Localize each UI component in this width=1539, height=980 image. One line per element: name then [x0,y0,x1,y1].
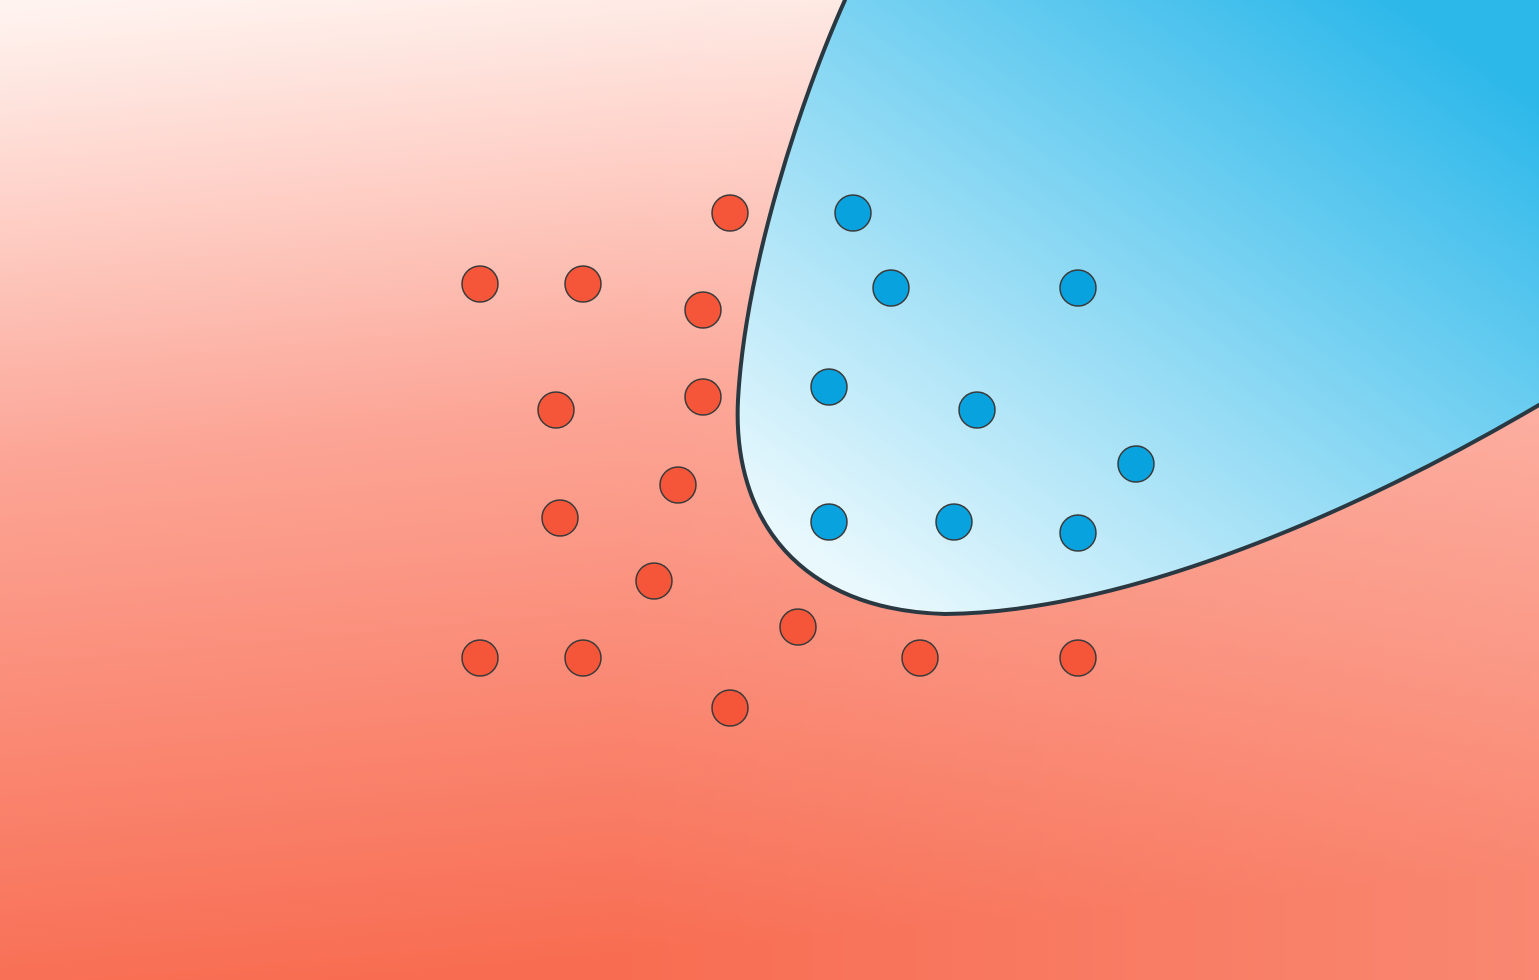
red-class-points [461,194,1097,727]
blue-point [1117,445,1155,483]
red-point [461,639,499,677]
blue-point [872,269,910,307]
red-point [541,499,579,537]
red-point [1059,639,1097,677]
blue-point [810,368,848,406]
decision-boundary-line [735,0,1539,617]
red-point [564,639,602,677]
blue-point [1059,514,1097,552]
red-point [461,265,499,303]
red-point [779,608,817,646]
blue-point [834,194,872,232]
red-point [901,639,939,677]
blue-point [1059,269,1097,307]
red-point [684,378,722,416]
red-point [537,391,575,429]
blue-point [810,503,848,541]
red-point [635,562,673,600]
red-point [659,466,697,504]
blue-point [935,503,973,541]
blue-point [958,391,996,429]
red-point [711,689,749,727]
blue-class-region [737,0,1539,614]
red-point [711,194,749,232]
blue-class-points [810,194,1155,552]
red-point [684,291,722,329]
red-point [564,265,602,303]
